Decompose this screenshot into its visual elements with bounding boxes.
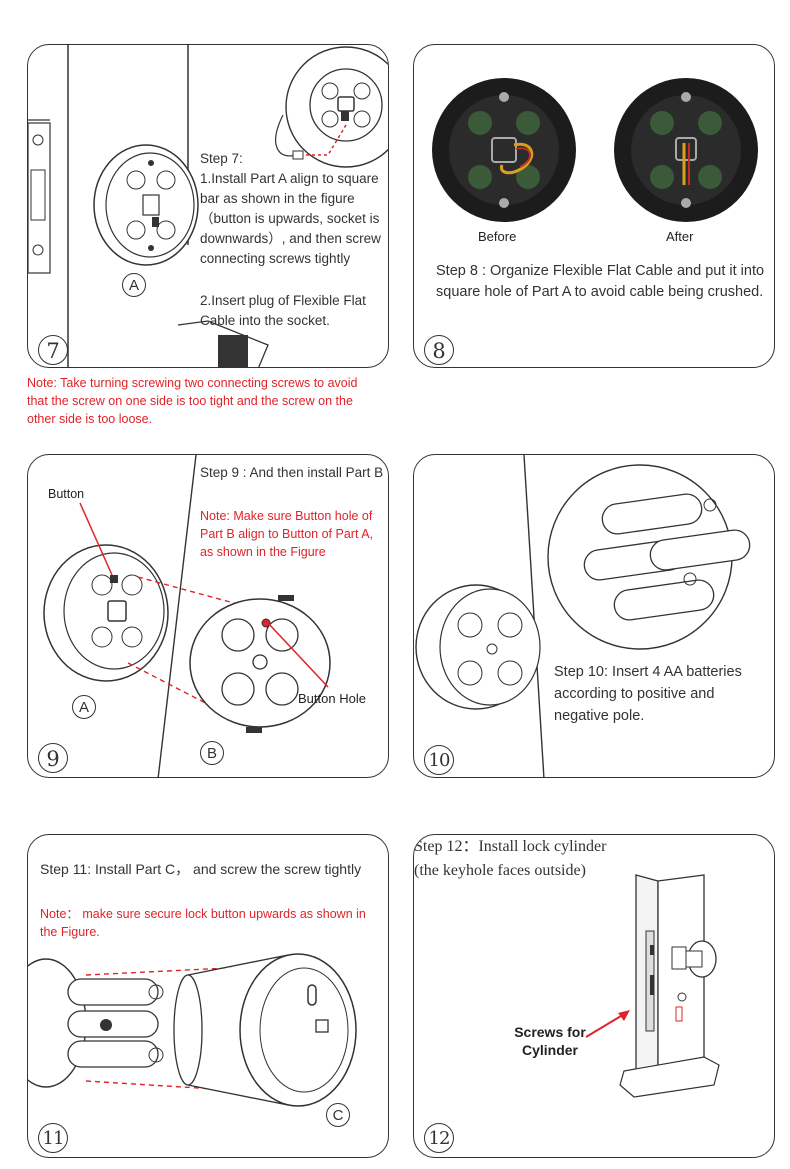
step7-instruction-2: 2.Insert plug of Flexible Flat Cable int…	[200, 293, 366, 328]
step10-illustration	[415, 455, 751, 777]
step12-number: 12	[424, 1123, 454, 1153]
step7-instruction-1: 1.Install Part A align to square bar as …	[200, 171, 381, 266]
step12-text: Step 12：Install lock cylinder (the keyho…	[414, 838, 607, 879]
button-label: Button	[48, 487, 85, 501]
step11-note: Note： make sure secure lock button upwar…	[40, 907, 366, 939]
step11-illustration	[28, 953, 358, 1107]
step7-note: Note: Take turning screwing two connecti…	[27, 376, 358, 426]
step9-panel: Button Button Hole A B Step 9 : And then…	[27, 454, 389, 778]
step12-illustration	[585, 874, 720, 1098]
step7-number: 7	[38, 335, 68, 365]
step8-panel: Before After Step 8 : Organize Flexible …	[413, 44, 775, 368]
step10-text: Step 10: Insert 4 AA batteries according…	[554, 664, 742, 724]
step9-illustration	[43, 455, 331, 777]
part-b-label: B	[200, 741, 224, 765]
step9-number: 9	[38, 743, 68, 773]
step8-number: 8	[424, 335, 454, 365]
part-a-label: A	[122, 273, 146, 297]
before-label: Before	[478, 229, 517, 244]
step11-number: 11	[38, 1123, 68, 1153]
step11-title: Step 11: Install Part C， and screw the s…	[40, 861, 362, 877]
step8-text: Step 8 : Organize Flexible Flat Cable an…	[436, 263, 765, 300]
button-hole-label: Button Hole	[298, 691, 366, 706]
part-a-label: A	[72, 695, 96, 719]
part-c-label: C	[326, 1103, 350, 1127]
step11-panel: Step 11: Install Part C， and screw the s…	[27, 834, 389, 1158]
step10-number: 10	[424, 745, 454, 775]
step7-title: Step 7:	[200, 151, 243, 166]
step7-illustration	[28, 45, 388, 367]
after-label: After	[666, 229, 694, 244]
step7-panel: A Step 7: 1.Install Part A align to squa…	[27, 44, 389, 368]
step9-note: Note: Make sure Button hole of Part B al…	[200, 509, 374, 559]
step12-panel: Step 12：Install lock cylinder (the keyho…	[413, 834, 775, 1158]
step10-panel: Step 10: Insert 4 AA batteries according…	[413, 454, 775, 778]
step9-title: Step 9 : And then install Part B	[200, 465, 384, 480]
screws-for-cylinder-label: Screws for Cylinder	[514, 1024, 586, 1058]
step8-photos	[432, 78, 758, 222]
